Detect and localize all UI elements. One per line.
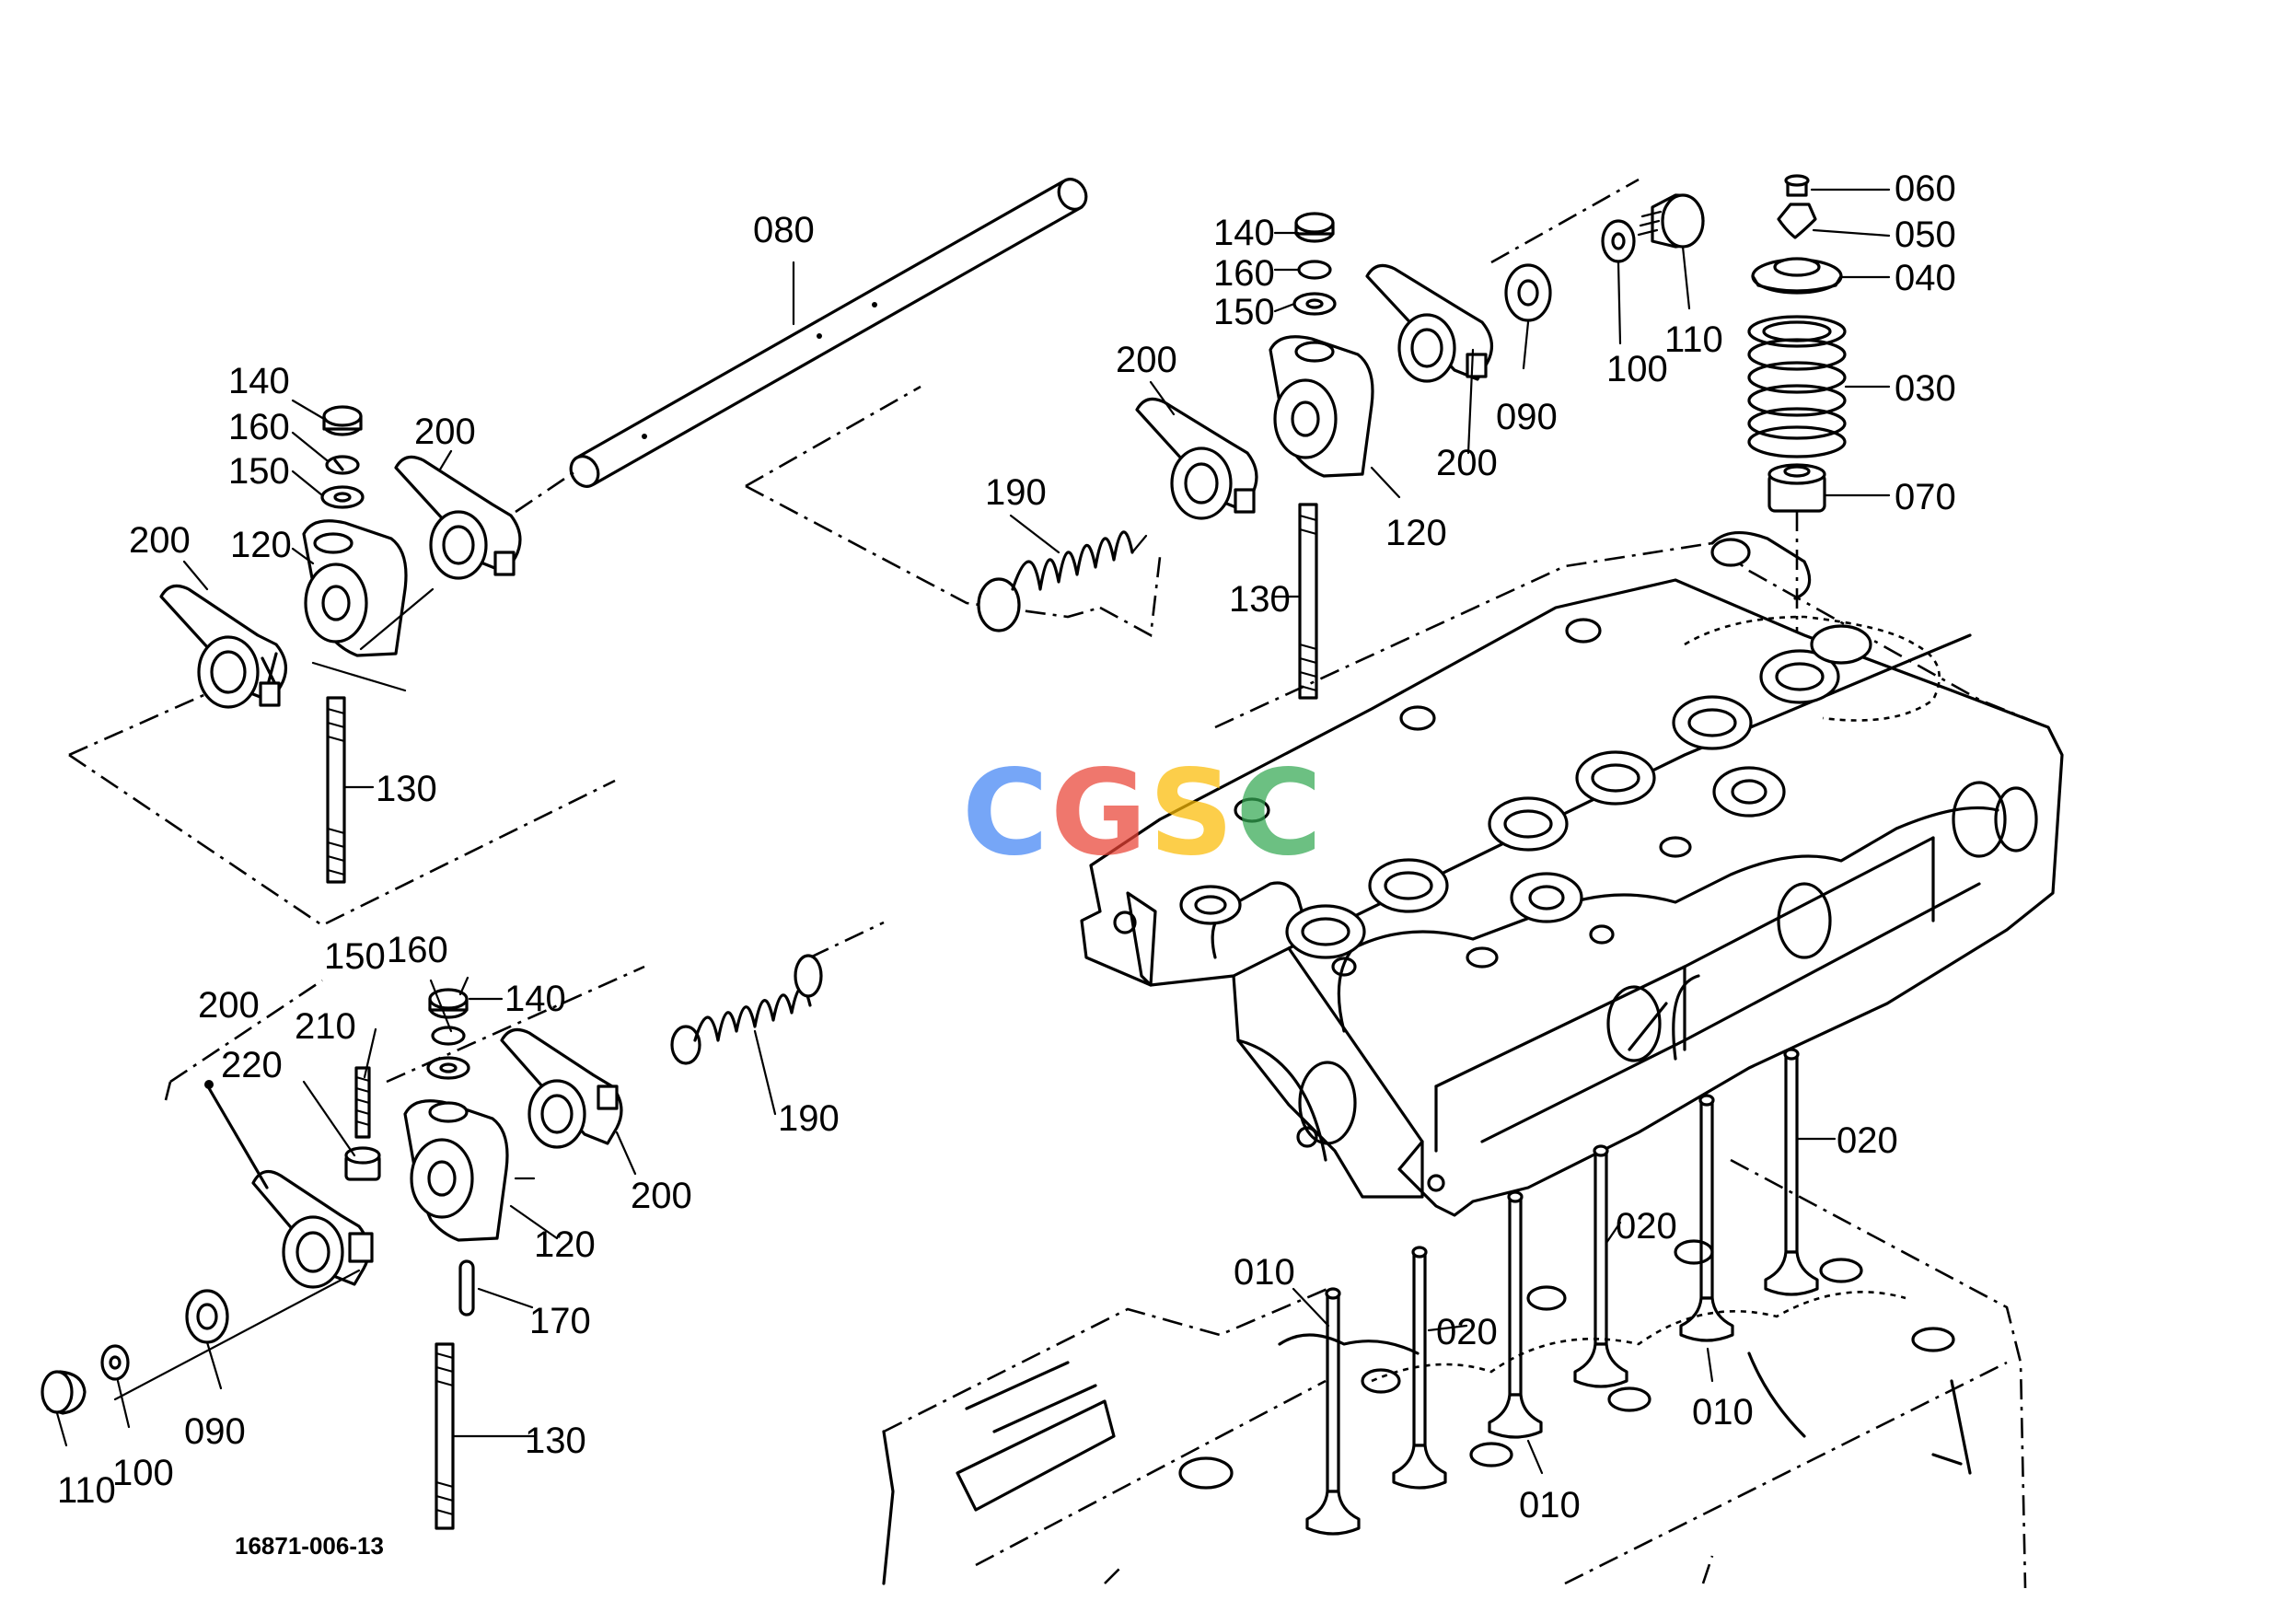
label-150: 150 (1213, 292, 1275, 332)
label-020: 020 (1837, 1120, 1898, 1161)
label-150: 150 (228, 451, 290, 492)
watermark-letter-1: C (962, 745, 1050, 882)
label-210: 210 (295, 1006, 356, 1047)
label-120: 120 (230, 525, 292, 565)
label-150: 150 (324, 936, 386, 977)
watermark-letter-3: S (1149, 745, 1236, 882)
rocker-assembly-lower (41, 921, 885, 1530)
label-090: 090 (184, 1411, 246, 1452)
label-060: 060 (1895, 168, 1956, 209)
label-200: 200 (1436, 443, 1498, 483)
label-160: 160 (387, 930, 448, 970)
watermark-logo: C G S C (962, 755, 1324, 873)
label-170: 170 (529, 1301, 591, 1341)
label-100: 100 (112, 1453, 174, 1493)
label-010: 010 (1519, 1485, 1581, 1525)
label-010: 010 (1692, 1392, 1754, 1433)
label-140: 140 (228, 361, 290, 401)
label-130: 130 (1229, 579, 1291, 620)
label-130: 130 (525, 1421, 586, 1461)
label-200: 200 (198, 985, 260, 1026)
watermark-letter-2: G (1049, 745, 1149, 882)
watermark-letter-4: C (1235, 745, 1325, 882)
label-010: 010 (1234, 1252, 1295, 1293)
intake-exhaust-valves (1305, 1048, 1819, 1536)
valve-spring-030 (1747, 315, 1847, 458)
label-100: 100 (1606, 349, 1668, 389)
label-040: 040 (1895, 258, 1956, 298)
label-200: 200 (631, 1176, 692, 1216)
label-200: 200 (1116, 340, 1177, 380)
label-200: 200 (414, 412, 476, 452)
part-number-labels: 080 140 160 150 200 200 120 130 140 160 … (57, 168, 1956, 1560)
label-050: 050 (1895, 215, 1956, 255)
label-190: 190 (985, 472, 1047, 513)
label-110: 110 (1664, 319, 1723, 360)
leader-lines (55, 188, 1891, 1475)
label-200: 200 (129, 520, 191, 561)
drawing-code: 16871-006-13 (235, 1532, 384, 1560)
label-190: 190 (778, 1098, 840, 1139)
label-020: 020 (1616, 1206, 1677, 1247)
label-140: 140 (1213, 213, 1275, 253)
label-120: 120 (1385, 513, 1447, 553)
spring-190 (977, 530, 1148, 632)
label-070: 070 (1895, 477, 1956, 517)
label-110: 110 (57, 1470, 116, 1511)
valve-spring-stack (1747, 174, 1847, 700)
rocker-assembly-left (68, 405, 616, 927)
label-020: 020 (1436, 1312, 1498, 1352)
label-160: 160 (228, 407, 290, 447)
label-160: 160 (1213, 253, 1275, 294)
rocker-shaft-080 (569, 178, 1088, 488)
cylinder-block (882, 1158, 2027, 1589)
label-090: 090 (1496, 397, 1558, 437)
label-120: 120 (534, 1224, 596, 1265)
spring-190-lower (670, 954, 823, 1065)
label-220: 220 (221, 1045, 283, 1085)
label-130: 130 (376, 769, 437, 809)
label-080: 080 (753, 210, 815, 250)
cylinder-head (1080, 530, 2064, 1217)
label-140: 140 (504, 979, 566, 1019)
label-030: 030 (1895, 368, 1956, 409)
